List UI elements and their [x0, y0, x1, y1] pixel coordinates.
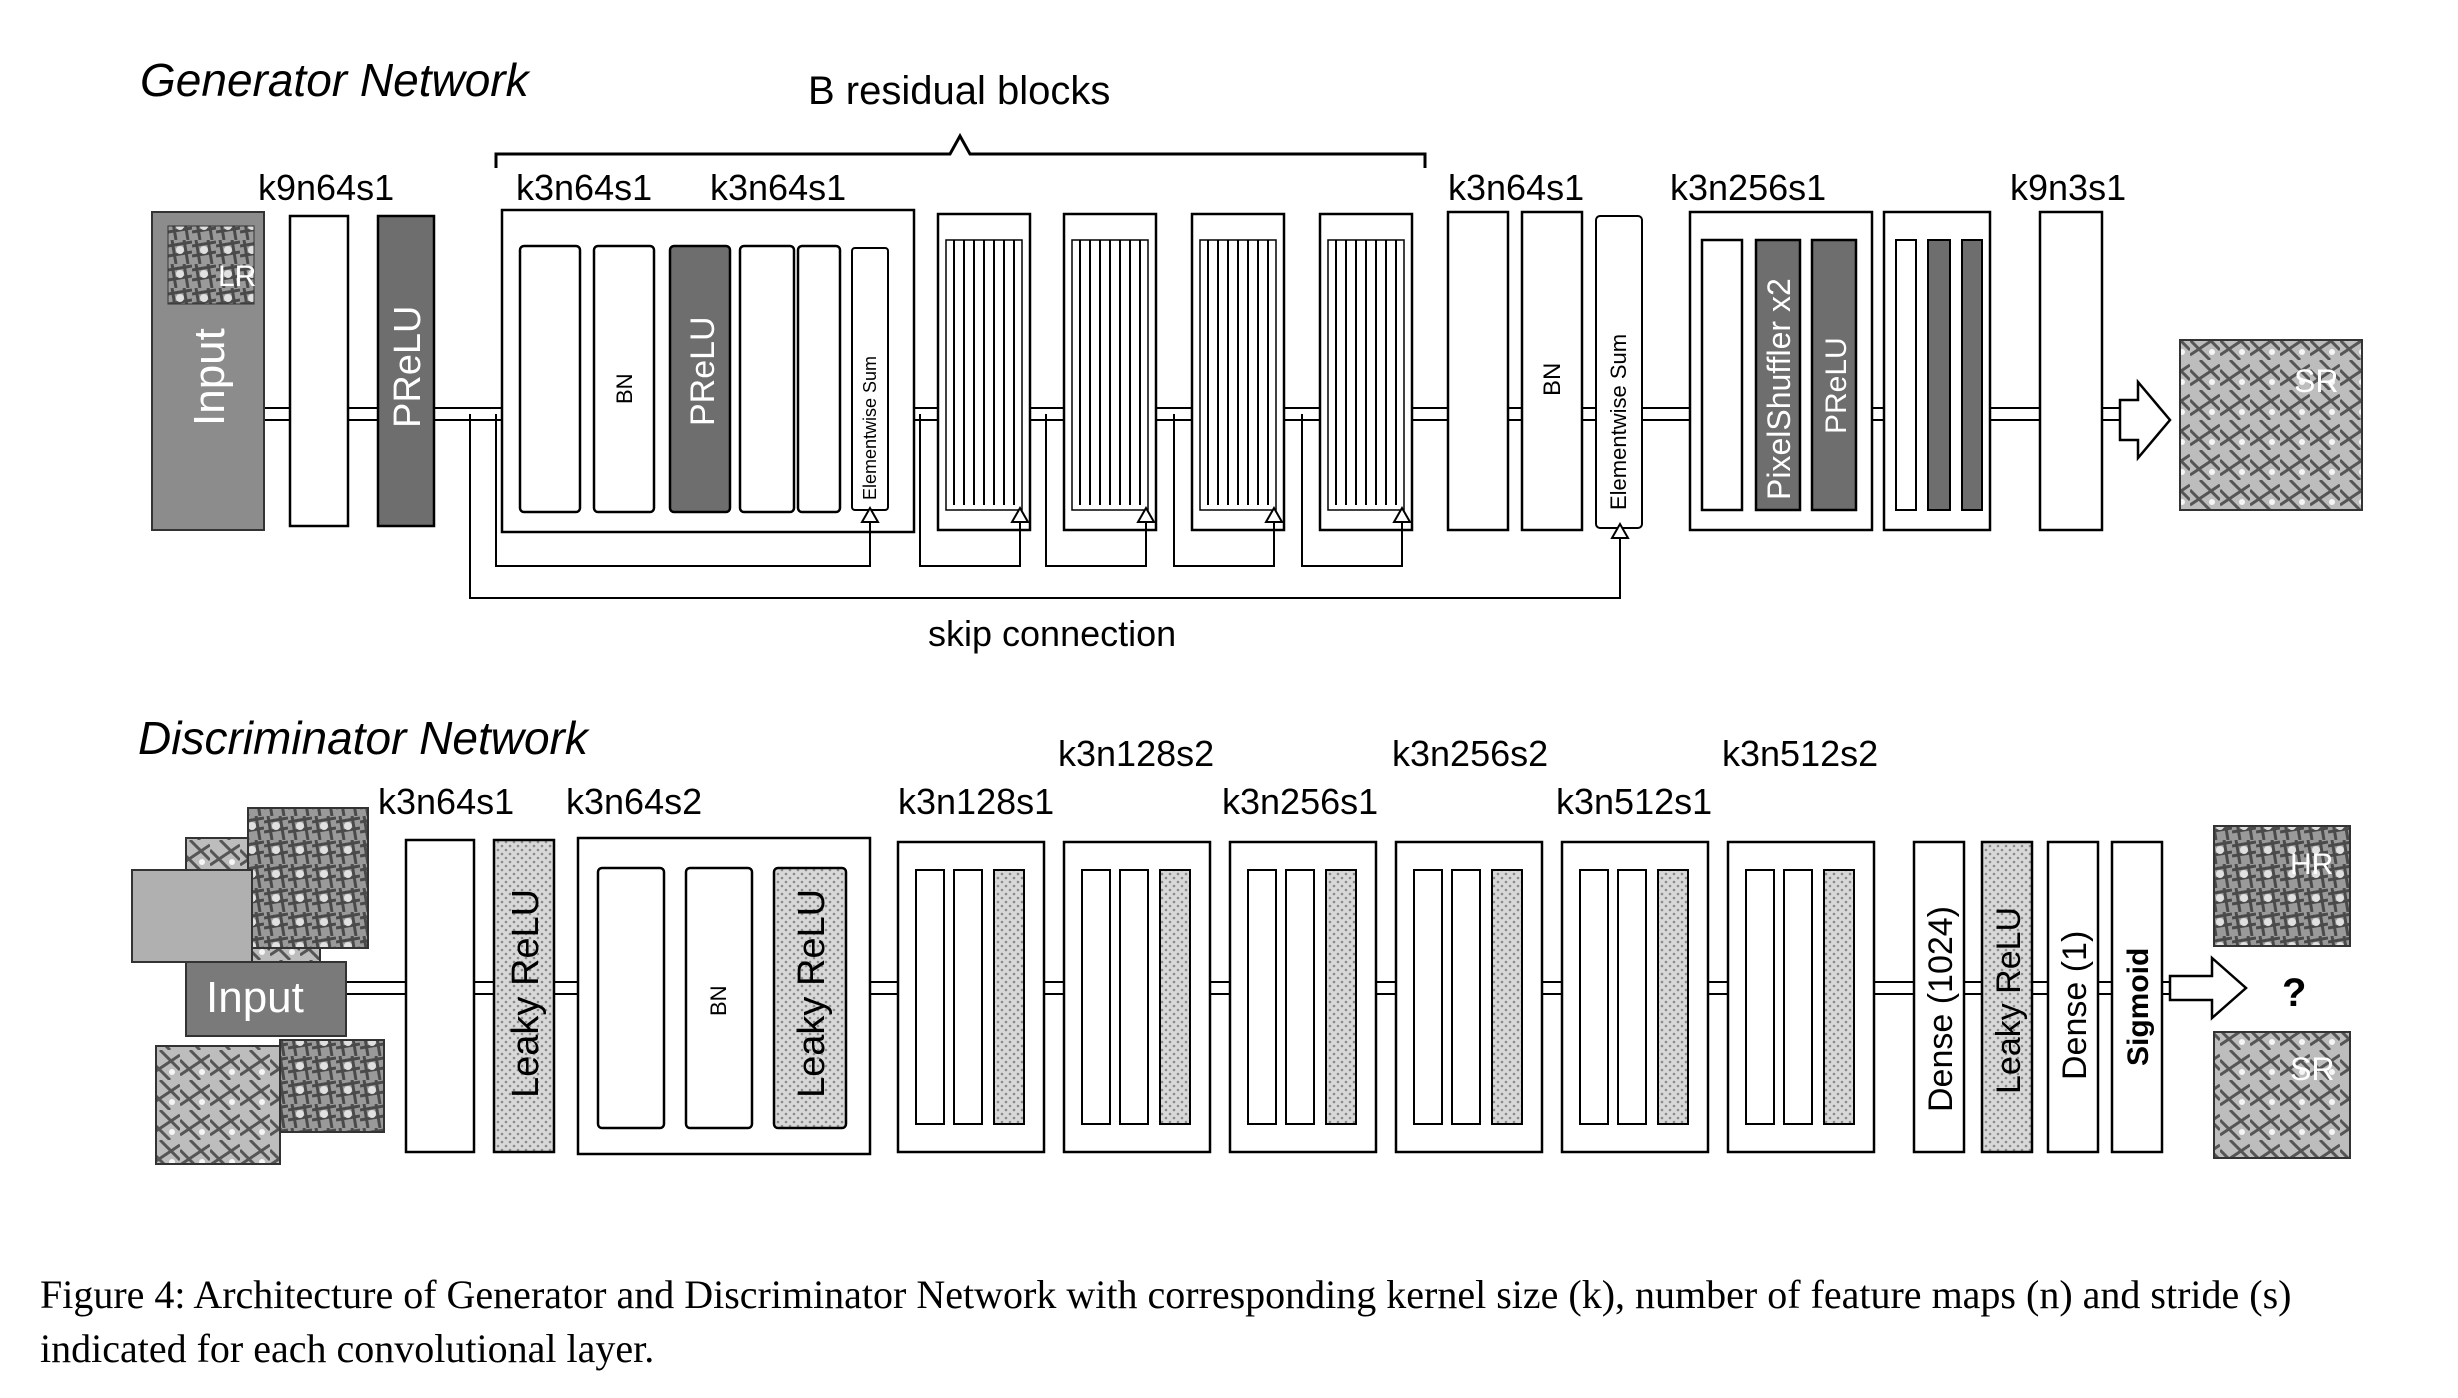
sum-label: Elementwise Sum [860, 356, 880, 500]
bn-label: BN [1539, 363, 1566, 396]
residual-block-compressed [1062, 212, 1158, 532]
gen-layer-label: k3n64s1 [710, 167, 846, 208]
sigmoid-label: Sigmoid [2122, 948, 2155, 1066]
gen-conv-layer [288, 214, 350, 528]
disc-block-compressed [1560, 840, 1710, 1154]
dense-1-label: Dense (1) [2056, 931, 2094, 1080]
gen-layer-label: k3n64s1 [1448, 167, 1584, 208]
upsample-conv [1700, 238, 1744, 512]
gen-layer-label: k3n256s1 [1670, 167, 1826, 208]
disc-block-leaky-relu [772, 866, 848, 1130]
dense-1024-layer [1912, 840, 1966, 1154]
skip-connection-label: skip connection [928, 613, 1176, 654]
gen-bn-layer [1520, 210, 1584, 532]
upsample-shuffle [1927, 239, 1951, 511]
hr-image [2213, 825, 2351, 947]
disc-block-compressed [1228, 840, 1378, 1154]
gen-layer-label: k9n3s1 [2010, 167, 2126, 208]
upsample-prelu [1961, 239, 1983, 511]
disc-layer-label: k3n128s2 [1058, 733, 1214, 774]
gen-final-conv [2038, 210, 2104, 532]
sigmoid-layer [2110, 840, 2164, 1154]
leaky-relu-label: Leaky ReLU [1990, 907, 2028, 1094]
disc-layer-label: k3n256s1 [1222, 781, 1378, 822]
disc-block-conv [596, 866, 666, 1130]
bn-label: BN [706, 985, 731, 1016]
disc-block-compressed [1062, 840, 1212, 1154]
gen-layer-label: k9n64s1 [258, 167, 394, 208]
pixelshuffler-label: PixelShuffler x2 [1761, 278, 1797, 500]
disc-layer-label: k3n64s2 [566, 781, 702, 822]
disc-input-collage [131, 807, 385, 1165]
disc-layer-label: k3n64s1 [378, 781, 514, 822]
generator-title: Generator Network [140, 54, 531, 106]
disc-block-bn [684, 866, 754, 1130]
sr-tag: SR [2290, 1051, 2334, 1087]
disc-output-arrow [2168, 955, 2248, 1021]
inner-skip-connection [495, 414, 1403, 567]
disc-block-compressed [896, 840, 1046, 1154]
disc-layer-label: k3n128s1 [898, 781, 1054, 822]
figure-caption: Figure 4: Architecture of Generator and … [40, 1272, 2292, 1371]
sr-image [2213, 1031, 2351, 1159]
prelu-label: PReLU [387, 306, 429, 429]
hr-tag: HR [2290, 848, 2333, 881]
disc-leaky-relu-layer [492, 838, 556, 1154]
gen-layer-label: k3n64s1 [516, 167, 652, 208]
bn-label: BN [612, 373, 637, 404]
long-skip-connection [469, 414, 1621, 599]
disc-layer-label: k3n512s2 [1722, 733, 1878, 774]
dense-1024-label: Dense (1024) [1922, 906, 1960, 1112]
disc-final-leaky-relu [1980, 840, 2034, 1154]
residual-block-compressed [936, 212, 1032, 532]
res-conv-layer [738, 244, 796, 514]
disc-layer-label: k3n256s2 [1392, 733, 1548, 774]
res-conv-layer [518, 244, 582, 514]
residual-block-compressed [1190, 212, 1286, 532]
prelu-label: PReLU [1820, 337, 1853, 434]
res-prelu-layer [668, 244, 732, 514]
residual-block-compressed [1318, 212, 1414, 532]
leaky-relu-label: Leaky ReLU [791, 889, 833, 1098]
sr-output-image [2179, 339, 2363, 511]
long-skip-arrowhead [1610, 521, 1630, 539]
disc-block-compressed [1394, 840, 1544, 1154]
residual-blocks-label: B residual blocks [808, 69, 1110, 113]
upsample-conv [1895, 239, 1917, 511]
gen-output-arrow [2118, 378, 2172, 462]
upsample-prelu [1810, 238, 1858, 512]
question-mark: ? [2282, 971, 2306, 1015]
lr-thumbnail [167, 225, 255, 305]
pixelshuffler-layer [1754, 238, 1802, 512]
disc-block-compressed [1726, 840, 1876, 1154]
gen-prelu-layer [376, 214, 436, 528]
sum-label: Elementwise Sum [1606, 334, 1631, 510]
disc-layer-label: k3n512s1 [1556, 781, 1712, 822]
res-bn-layer [592, 244, 656, 514]
gen-input-label: Input [185, 328, 234, 426]
gen-conv-layer [1446, 210, 1510, 532]
dense-1-layer [2046, 840, 2100, 1154]
sr-tag: SR [2294, 363, 2338, 399]
lr-tag: LR [218, 260, 256, 293]
residual-brace [494, 132, 1427, 168]
leaky-relu-label: Leaky ReLU [505, 889, 547, 1098]
disc-conv-layer [404, 838, 476, 1154]
discriminator-title: Discriminator Network [138, 712, 590, 764]
res-bn-layer [796, 244, 842, 514]
disc-input-label: Input [206, 973, 304, 1022]
inner-skip-arrowhead [860, 505, 1412, 523]
prelu-label: PReLU [684, 316, 722, 426]
